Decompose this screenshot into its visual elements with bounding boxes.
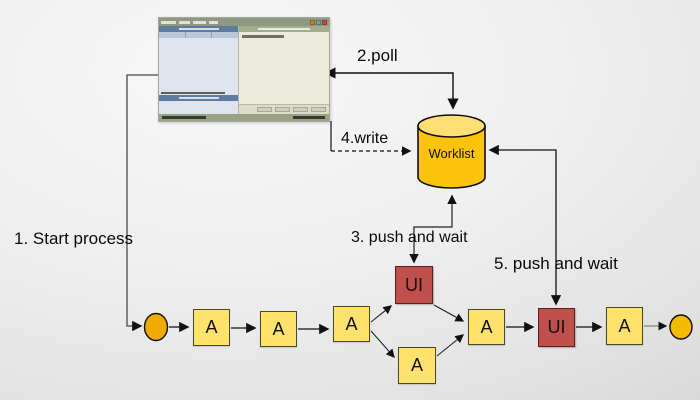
label-start-process: 1. Start process (14, 229, 134, 248)
column-hint (186, 32, 213, 38)
edge-start-process (126, 74, 158, 332)
status-clock-hint (293, 116, 325, 119)
mini-button (275, 107, 290, 112)
window-body (159, 26, 329, 114)
task-table-body (159, 38, 238, 90)
edge-a3-to-ui1 (370, 305, 393, 323)
edge-a4-to-a5 (436, 334, 465, 357)
header-text-hint (258, 28, 310, 30)
secondary-section-body (159, 101, 238, 114)
menu-item-hint (161, 20, 176, 24)
window-status-bar (159, 114, 329, 121)
column-hint (159, 32, 186, 38)
header-text-hint (178, 28, 219, 30)
activity-a6: A (606, 307, 643, 345)
detail-button-row (239, 104, 329, 114)
detail-panel-content (239, 32, 329, 104)
mini-button (311, 107, 326, 112)
menu-item-hint (193, 20, 206, 24)
text-hint (242, 35, 284, 38)
window-title-bar (159, 18, 329, 26)
label-push-and-wait-5: 5. push and wait (494, 254, 618, 273)
workflow-client-window (158, 17, 330, 122)
edge-poll (324, 67, 459, 110)
task-list-header (159, 26, 238, 32)
user-task-ui2: UI (538, 308, 575, 347)
info-text-line (159, 90, 238, 95)
mini-button (293, 107, 308, 112)
edge-push-and-wait-5 (488, 144, 562, 306)
task-list-panel (159, 26, 239, 114)
close-icon (322, 19, 327, 25)
menu-item-hint (179, 20, 190, 24)
text-hint (161, 91, 225, 94)
label-write: 4.write (341, 130, 389, 147)
worklist-label: Worklist (428, 146, 475, 161)
activity-a1: A (193, 309, 230, 346)
label-push-and-wait-3: 3. push and wait (351, 229, 468, 246)
menu-item-hint (209, 20, 218, 24)
activity-a5: A (468, 309, 505, 345)
start-event (143, 312, 169, 342)
activity-a4: A (398, 347, 436, 384)
label-poll: 2.poll (357, 46, 398, 65)
activity-a3: A (333, 306, 370, 342)
task-table-column-headers (159, 32, 238, 38)
header-text-hint (178, 97, 219, 99)
user-task-ui1: UI (395, 266, 433, 304)
activity-a2: A (260, 311, 297, 347)
mini-button (257, 107, 272, 112)
secondary-section-header (159, 95, 238, 101)
minimize-icon (310, 19, 315, 25)
edge-ui1-to-a5 (433, 304, 465, 322)
maximize-icon (316, 19, 321, 25)
edge-a3-to-a4 (370, 330, 395, 358)
status-text-hint (162, 116, 206, 119)
detail-panel-header (239, 26, 329, 32)
detail-panel (239, 26, 329, 114)
end-event (669, 314, 693, 340)
window-controls (310, 19, 327, 25)
